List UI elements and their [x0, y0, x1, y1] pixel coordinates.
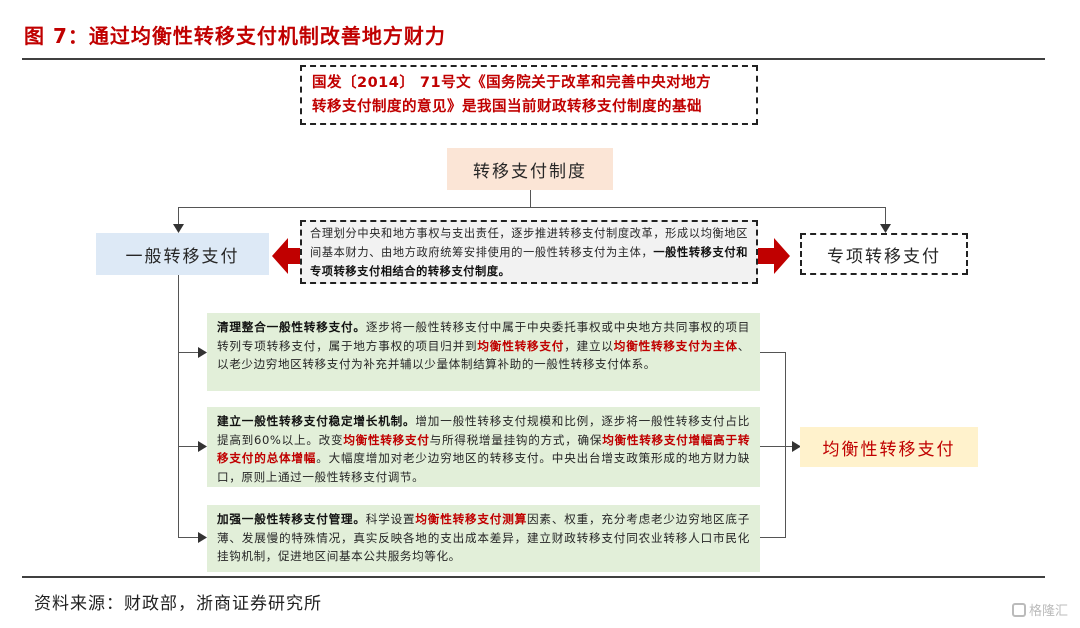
highlight-text: 均衡性转移支付为主体	[613, 338, 738, 353]
arrow-head-icon	[792, 441, 801, 452]
measure-box-3: 加强一般性转移支付管理。科学设置均衡性转移支付测算因素、权重，充分考虑老少边穷地…	[207, 505, 760, 572]
arrow-head-icon	[198, 532, 207, 543]
arrow-head-icon	[198, 441, 207, 452]
policy-note-line2: 转移支付制度的意见》是我国当前财政转移支付制度的基础	[312, 99, 702, 115]
watermark: 格隆汇	[1011, 600, 1068, 619]
connector	[785, 352, 786, 538]
body-text: 与所得税增量挂钩的方式，确保	[429, 432, 603, 447]
arrow-head-icon	[173, 224, 184, 233]
left-red-arrow-icon	[272, 238, 302, 274]
bold-text: 加强一般性转移支付管理。	[217, 512, 366, 526]
target-node-label: 均衡性转移支付	[822, 439, 956, 460]
root-node: 转移支付制度	[447, 148, 613, 190]
body-text: 科学设置	[365, 512, 416, 526]
body-text: ，建立以	[564, 338, 614, 353]
connector	[885, 207, 886, 227]
body-text: 合理划分中央和地方事权与支出责任，逐步推进转移支付制度改革，形成以均衡地区间基本…	[310, 227, 748, 259]
title-divider	[22, 58, 1045, 60]
policy-note-line1: 国发〔2014〕 71号文《国务院关于改革和完善中央对地方	[312, 75, 712, 91]
connector	[178, 207, 179, 227]
highlight-text: 均衡性转移支付	[343, 432, 430, 447]
arrow-head-icon	[880, 224, 891, 233]
policy-note-box: 国发〔2014〕 71号文《国务院关于改革和完善中央对地方 转移支付制度的意见》…	[300, 65, 758, 125]
connector	[178, 275, 179, 538]
body-text: 。大幅度增加对老少边穷地区的转移支付。中央出台增支政策形成的地方财力缺口，原则上…	[217, 451, 750, 484]
connector	[785, 446, 795, 447]
connector	[178, 207, 886, 208]
connector	[760, 352, 785, 353]
measure-box-1: 清理整合一般性转移支付。逐步将一般性转移支付中属于中央委托事权或中央地方共同事权…	[207, 313, 760, 391]
connector	[178, 537, 200, 538]
bold-text: 清理整合一般性转移支付。	[217, 320, 366, 334]
target-node: 均衡性转移支付	[800, 427, 978, 467]
body-text: 因素、权重，充分考虑老少边穷地区底子薄、发展慢的特殊情况，真实反映各地的支出成本…	[217, 512, 751, 563]
right-node-label: 专项转移支付	[827, 246, 941, 267]
watermark-text: 格隆汇	[1028, 604, 1068, 619]
watermark-logo-icon	[1011, 602, 1026, 617]
connector	[178, 352, 200, 353]
connector	[760, 446, 785, 447]
right-node: 专项转移支付	[800, 233, 968, 275]
bold-text: 一般性转移支付和专项转移支付相结合的转移支付制度。	[310, 246, 748, 278]
root-node-label: 转移支付制度	[473, 161, 587, 182]
body-text: 逐步将一般性转移支付中属于中央委托事权或中央地方共同事权的项目转列专项转移支付，…	[217, 320, 751, 353]
connector	[760, 537, 785, 538]
middle-note-box: 合理划分中央和地方事权与支出责任，逐步推进转移支付制度改革，形成以均衡地区间基本…	[300, 220, 758, 284]
left-node-label: 一般转移支付	[125, 246, 240, 267]
connector	[530, 190, 531, 207]
highlight-text: 均衡性转移支付增幅高于转移支付的总体增幅	[217, 432, 751, 466]
body-text: 增加一般性转移支付规模和比例，逐步将一般性转移支付占比提高到60%以上。改变	[217, 414, 750, 447]
arrow-head-icon	[198, 347, 207, 358]
bold-text: 建立一般性转移支付稳定增长机制。	[217, 414, 416, 428]
right-red-arrow-icon	[758, 238, 790, 274]
footer-divider	[22, 576, 1045, 578]
measure-box-2: 建立一般性转移支付稳定增长机制。增加一般性转移支付规模和比例，逐步将一般性转移支…	[207, 407, 760, 487]
figure-title: 图 7：通过均衡性转移支付机制改善地方财力	[24, 24, 446, 48]
connector	[178, 446, 200, 447]
highlight-text: 均衡性转移支付测算	[415, 512, 528, 526]
source-note: 资料来源：财政部，浙商证券研究所	[34, 594, 322, 614]
highlight-text: 均衡性转移支付	[477, 338, 565, 353]
body-text: 、以老少边穷地区转移支付为补充并辅以少量体制结算补助的一般性转移支付体系。	[217, 338, 750, 372]
left-node: 一般转移支付	[96, 233, 269, 275]
